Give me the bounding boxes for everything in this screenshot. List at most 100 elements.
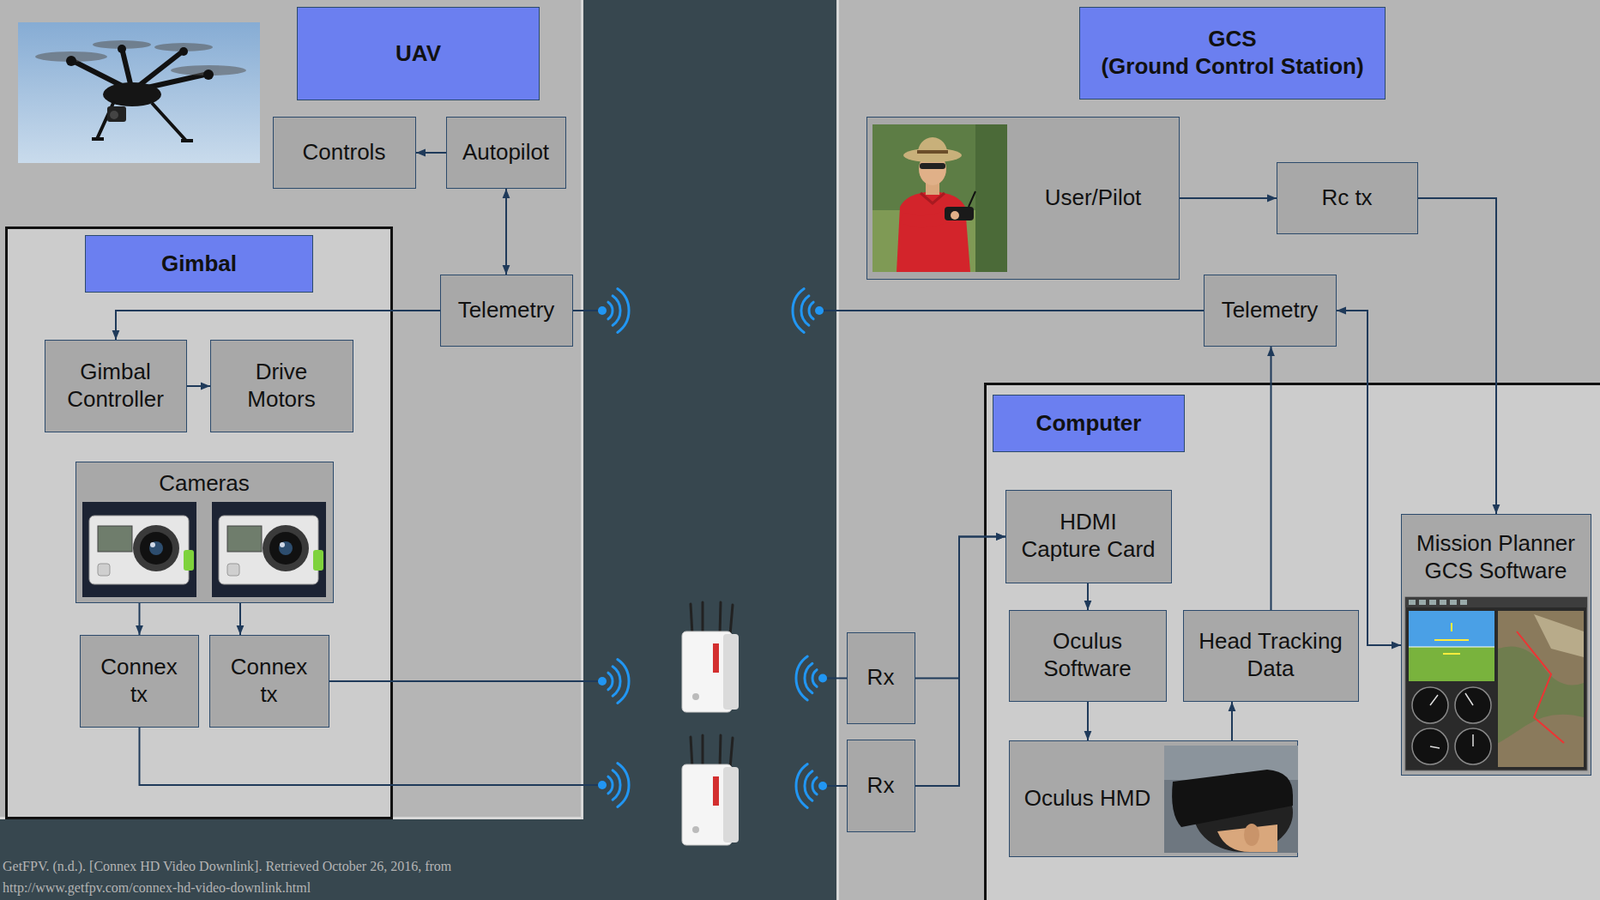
text-area: Connex tx — [80, 635, 198, 726]
connector-arrow — [1418, 198, 1497, 514]
text-line: tx — [130, 681, 148, 707]
box-label: Drive Motors — [247, 358, 315, 413]
illustration-layer — [682, 735, 739, 846]
process-box: Oculus Software — [1008, 609, 1167, 702]
software-screenshot — [1405, 597, 1588, 771]
box-label: Telemetry — [1221, 296, 1319, 325]
signal-wire — [573, 309, 598, 312]
connector-arrow — [115, 310, 441, 340]
box-label: Oculus Software — [1043, 627, 1132, 683]
process-box: HDMI Capture Card — [1005, 489, 1172, 584]
title-box: Computer — [992, 394, 1185, 453]
drone-photo — [109, 110, 119, 120]
pilot-photo — [872, 124, 1008, 272]
connector-arrow — [505, 188, 508, 275]
signal-wire — [827, 784, 847, 787]
software-screenshot — [1497, 610, 1584, 767]
title-box: UAV — [296, 6, 540, 101]
text-area: HDMI Capture Card — [1006, 490, 1171, 582]
software-screenshot — [1516, 631, 1564, 743]
box-label: Rx — [867, 664, 895, 692]
process-box: Controls — [272, 116, 417, 189]
signal-wire — [329, 680, 598, 683]
connector-arrow — [915, 537, 1006, 787]
text-line: Mission Planner — [1416, 530, 1576, 558]
software-screenshot — [1405, 597, 1588, 608]
process-box: Gimbal Controller — [44, 339, 188, 433]
connector-arrow — [1336, 310, 1401, 646]
box-label: Telemetry — [458, 296, 556, 325]
process-box: Connex tx — [209, 634, 330, 728]
process-box: Rc tx — [1276, 162, 1419, 235]
drone-photo — [66, 44, 214, 80]
software-screenshot — [1533, 614, 1584, 658]
process-box: Autopilot — [446, 116, 567, 189]
drone-photo — [18, 22, 260, 164]
box-label: Head Tracking Data — [1198, 627, 1343, 683]
drone-photo — [203, 69, 214, 80]
panel-title: GCS (Ground Control Station) — [1100, 25, 1364, 80]
headset-photo — [1164, 745, 1299, 853]
text-area: Rc tx — [1277, 163, 1417, 233]
process-box: Telemetry — [1203, 274, 1337, 347]
illustration-layer — [597, 659, 629, 704]
connector-arrow — [187, 385, 211, 387]
box-label: Rc tx — [1321, 184, 1372, 212]
illustration-layer — [82, 501, 197, 598]
software-screenshot — [1429, 599, 1437, 605]
illustration-layer — [796, 764, 828, 809]
connector-arrow — [1179, 197, 1277, 200]
text-area: Telemetry — [440, 275, 572, 345]
pilot-photo — [950, 211, 960, 220]
software-screenshot — [1408, 599, 1416, 605]
text-line: Capture Card — [1020, 536, 1155, 562]
pilot-photo — [896, 191, 971, 272]
signal-wire — [139, 727, 599, 785]
text-area: User/Pilot — [1008, 117, 1178, 278]
connector-arrow — [1270, 346, 1273, 610]
process-box: Head Tracking Data — [1183, 609, 1359, 702]
software-screenshot — [1449, 599, 1457, 605]
text-line: GCS Software — [1424, 557, 1567, 584]
text-area: Head Tracking Data — [1183, 610, 1358, 701]
process-box: Connex tx — [79, 634, 200, 728]
text-line: Head Tracking — [1198, 627, 1343, 656]
connector-arrow — [1086, 701, 1089, 741]
box-label: Gimbal Controller — [66, 358, 164, 413]
pilot-photo — [917, 137, 948, 156]
box-label: Controls — [302, 138, 387, 167]
connector-arrow — [239, 603, 242, 635]
text-area: Cameras — [76, 465, 333, 502]
pilot-photo — [906, 215, 950, 222]
text-area: Controls — [273, 117, 415, 188]
text-area: Mission Planner GCS Software — [1401, 518, 1590, 598]
text-area: Rx — [847, 740, 914, 831]
text-area: Connex tx — [210, 635, 328, 726]
drone-photo — [107, 106, 127, 122]
process-box: Rx — [846, 739, 916, 833]
pilot-photo — [975, 124, 1008, 272]
signal-wire — [827, 677, 847, 680]
connector-arrow — [138, 603, 141, 635]
panel-title: UAV — [395, 40, 441, 68]
headset-photo — [1171, 769, 1293, 828]
illustration-layer — [597, 763, 629, 808]
box-label: Autopilot — [462, 138, 550, 167]
drone-photo — [66, 55, 77, 67]
connector-arrow — [1231, 701, 1233, 741]
pilot-photo — [919, 163, 946, 170]
connector-arrow — [416, 151, 447, 154]
illustration-layer — [796, 656, 828, 701]
text-area: Drive Motors — [211, 340, 352, 431]
software-screenshot — [1439, 599, 1447, 605]
pilot-photo — [917, 150, 948, 154]
software-screenshot — [1430, 693, 1474, 749]
drone-photo — [91, 101, 194, 141]
box-label: Connex tx — [230, 653, 308, 708]
text-area: Oculus HMD — [1009, 741, 1166, 856]
process-box: Drive Motors — [210, 339, 354, 433]
pilot-photo — [872, 124, 1008, 272]
